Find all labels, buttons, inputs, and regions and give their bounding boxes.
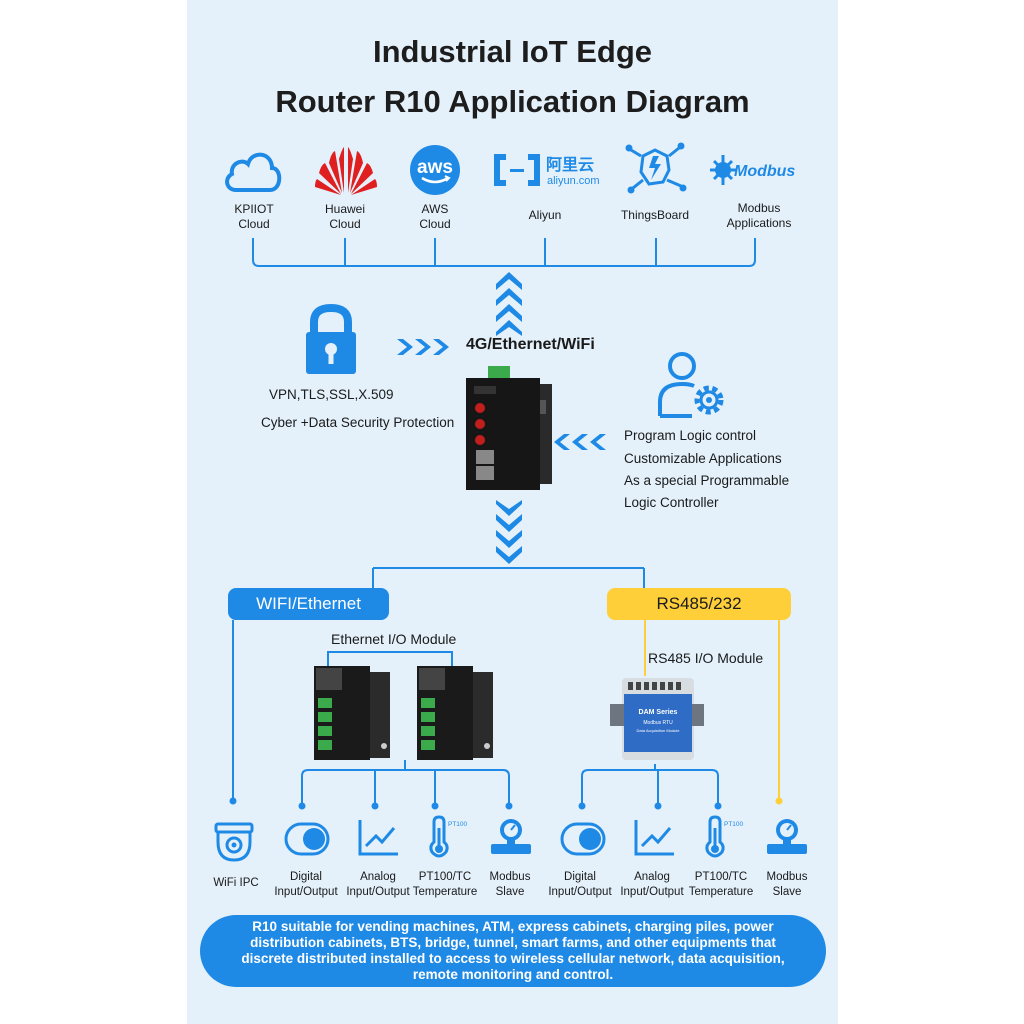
thermometer-icon: PT100: [429, 815, 468, 858]
logic-line-1: Program Logic control: [624, 428, 757, 443]
svg-text:阿里云: 阿里云: [546, 155, 594, 174]
cloud-label-thingsboard: ThingsBoard: [620, 208, 690, 222]
router-device: [466, 366, 552, 490]
svg-text:Data Acquisition Module: Data Acquisition Module: [637, 728, 681, 733]
modbus-logo: Modbus: [710, 155, 795, 185]
logic-line-4: Logic Controller: [624, 495, 719, 510]
huawei-logo: [315, 147, 377, 195]
svg-text:DAM Series: DAM Series: [639, 709, 678, 716]
cloud-bus-line: [252, 238, 756, 267]
page-title-line1: Industrial IoT Edge: [372, 34, 652, 69]
user-gear-icon: [658, 352, 724, 418]
cloud-label-aliyun: Aliyun: [528, 208, 562, 222]
connectivity-label: 4G/Ethernet/WiFi: [466, 336, 595, 353]
security-protection-text: Cyber +Data Security Protection: [261, 415, 455, 430]
ethernet-io-module-1: [314, 666, 390, 760]
svg-text:aws: aws: [417, 157, 453, 178]
security-protocols-text: VPN,TLS,SSL,X.509: [269, 387, 394, 402]
lock-icon: [306, 304, 356, 374]
logic-line-2: Customizable Applications: [624, 451, 782, 466]
svg-text:Modbus: Modbus: [734, 163, 795, 180]
flowmeter-icon: [491, 819, 531, 854]
cloud-icon: [225, 152, 282, 192]
svg-text:Modbus RTU: Modbus RTU: [643, 720, 673, 726]
rs485-badge: RS485/232: [607, 588, 791, 620]
thingsboard-logo: [625, 142, 687, 194]
thermometer-icon-2: PT100: [705, 815, 744, 858]
footer-description: R10 suitable for vending machines, ATM, …: [200, 915, 826, 987]
up-arrow-icon: [496, 272, 522, 336]
distribution-lines: [229, 567, 783, 805]
ethernet-module-label: Ethernet I/O Module: [331, 631, 457, 647]
flowmeter-icon-2: [767, 819, 807, 854]
toggle-icon-2: [560, 822, 606, 856]
chart-icon-2: [634, 820, 674, 856]
rs485-io-module: DAM Series Modbus RTU Data Acquisition M…: [610, 678, 704, 760]
left-arrow-icon: [554, 434, 606, 450]
svg-text:PT100: PT100: [448, 821, 468, 828]
aws-logo: aws: [410, 145, 460, 195]
logic-line-3: As a special Programmable: [624, 473, 790, 488]
toggle-icon: [284, 822, 330, 856]
down-arrow-icon: [496, 500, 522, 564]
camera-icon: [214, 822, 254, 862]
chart-icon: [358, 820, 398, 856]
ethernet-io-module-2: [417, 666, 493, 760]
rs485-module-label: RS485 I/O Module: [648, 650, 764, 666]
aliyun-logo: 阿里云 aliyun.com: [494, 154, 600, 187]
device-fanout-lines: [298, 760, 722, 810]
right-arrow-icon: [397, 339, 449, 355]
svg-text:aliyun.com: aliyun.com: [547, 175, 600, 187]
page-title-line2: Router R10 Application Diagram: [275, 84, 750, 119]
wifi-ethernet-badge: WIFI/Ethernet: [228, 588, 389, 620]
device-label-wifi-ipc: WiFi IPC: [213, 877, 259, 889]
svg-text:PT100: PT100: [724, 821, 744, 828]
